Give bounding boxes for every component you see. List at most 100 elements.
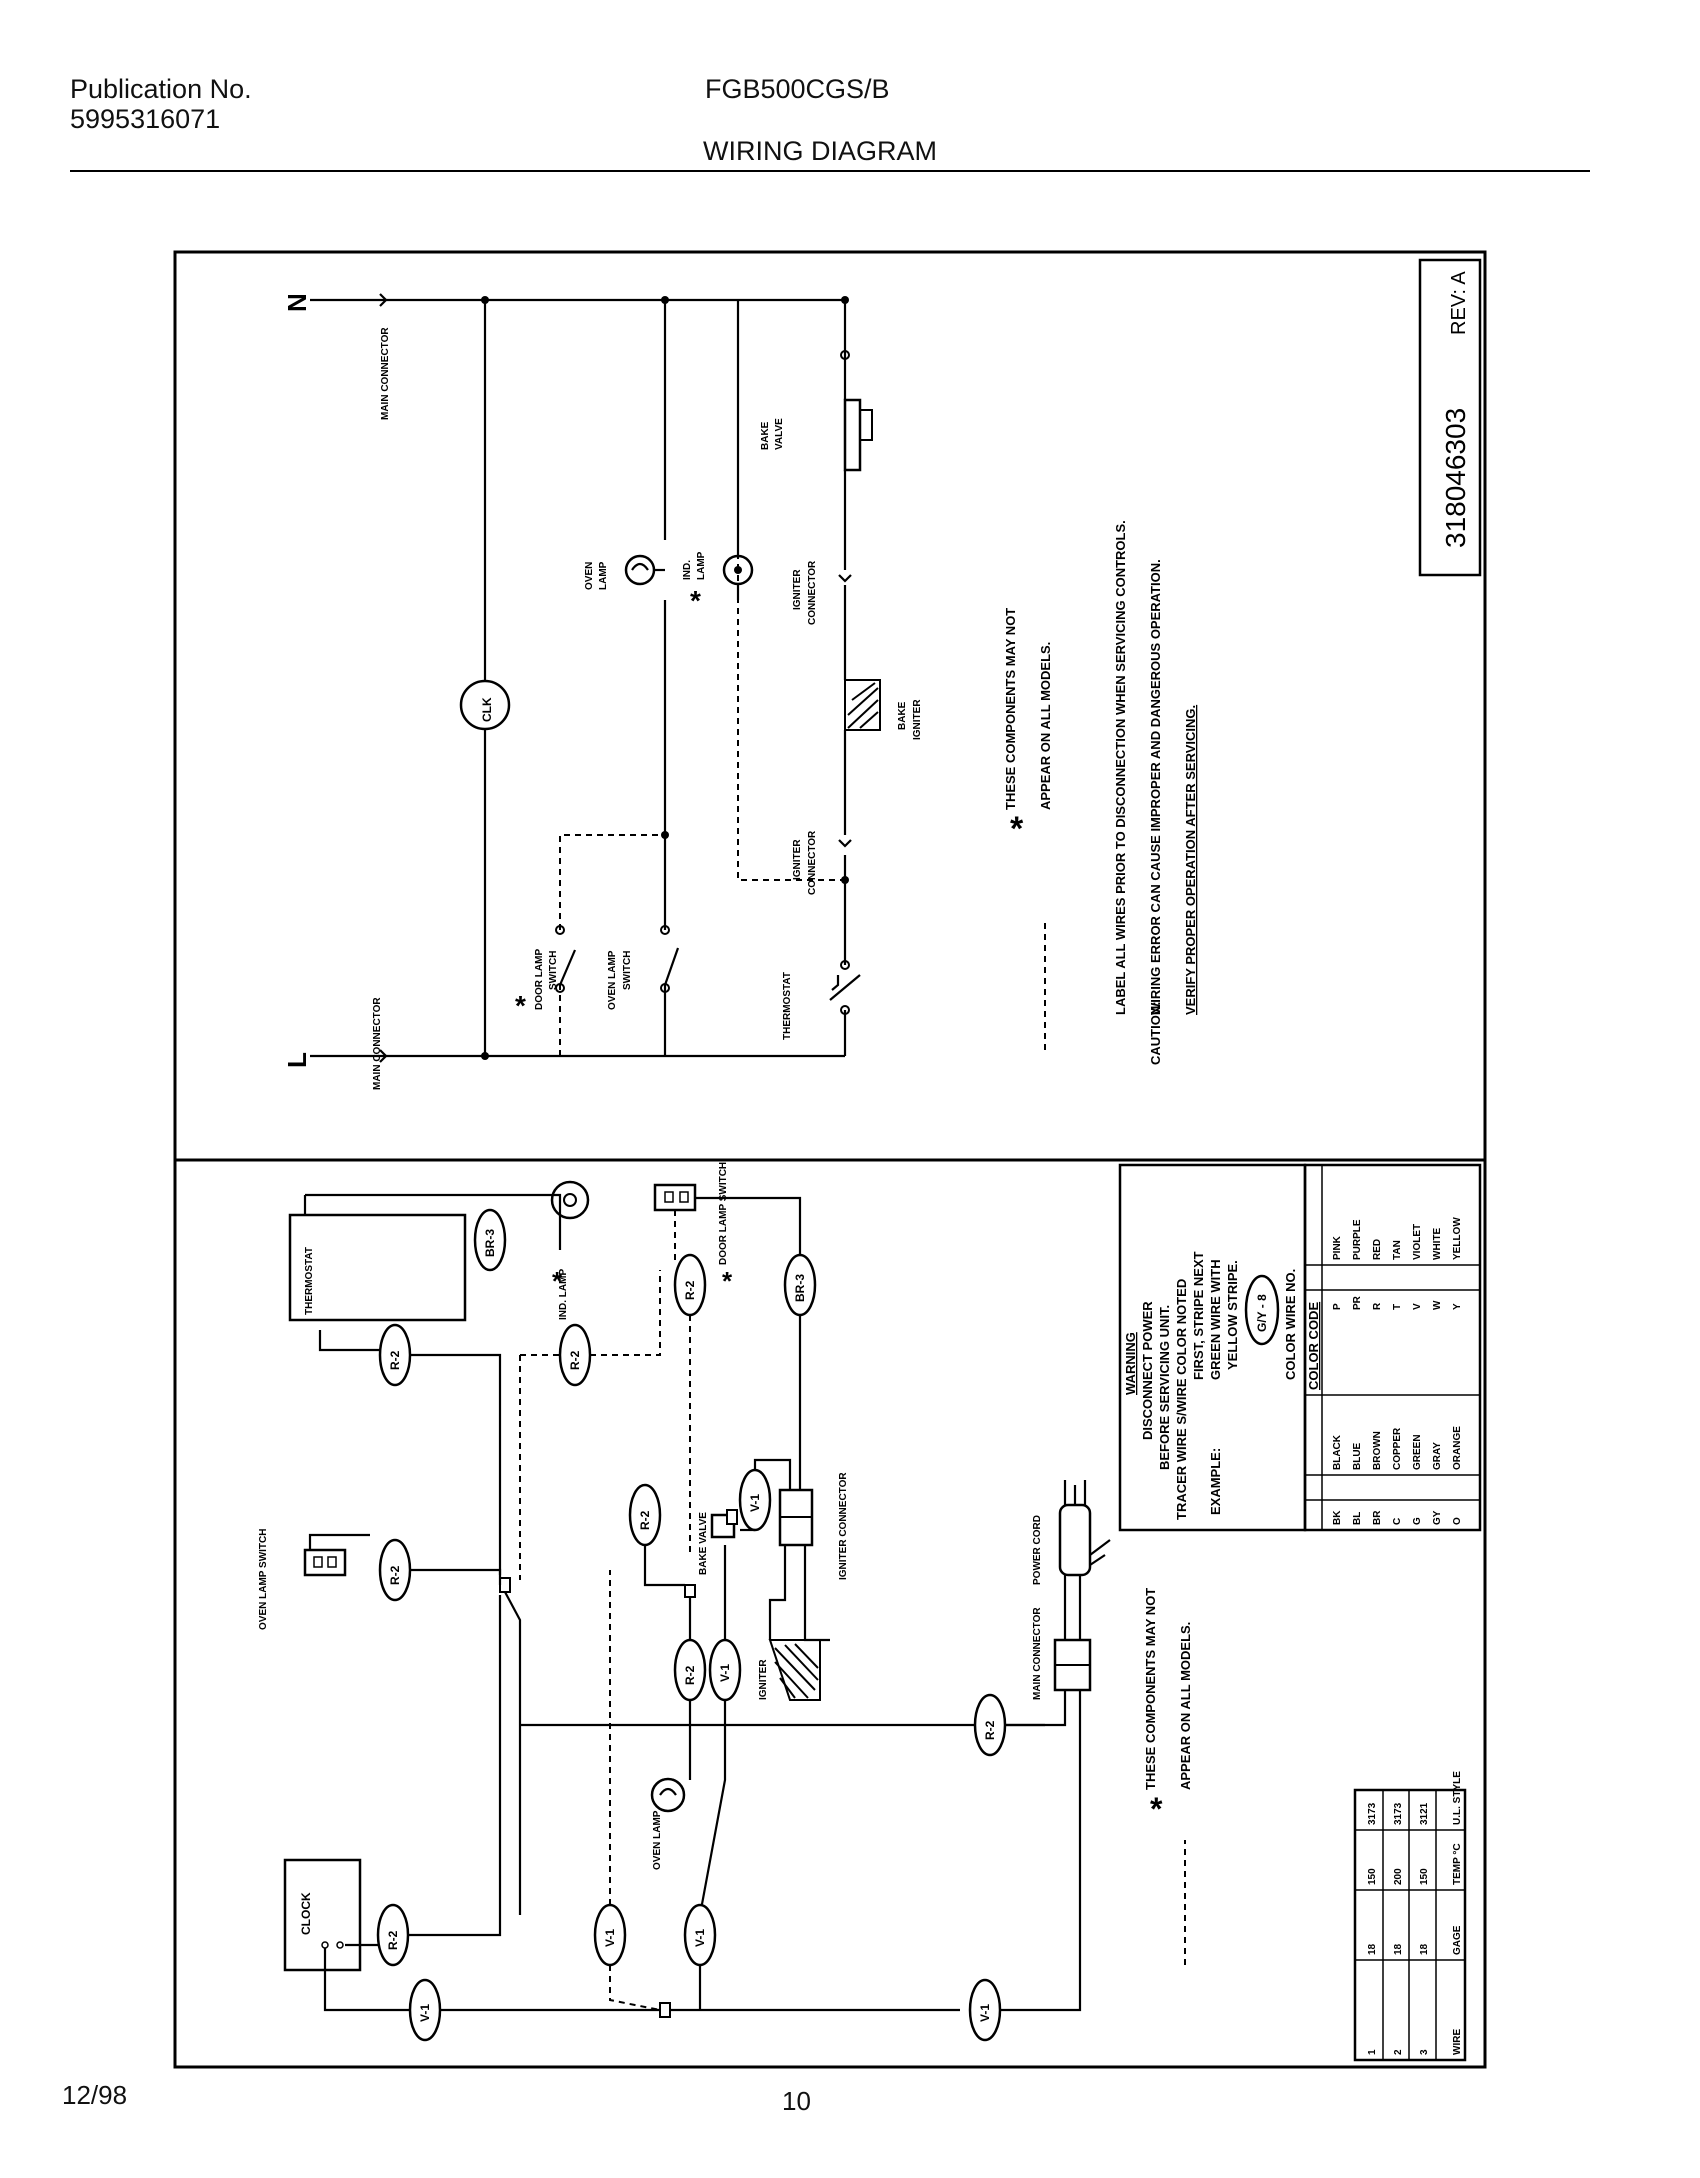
color-code-right-code: PR [1352, 1295, 1363, 1310]
asterisk-ind-lamp-pictorial: * [552, 1266, 563, 1296]
pictorial-note-1: THESE COMPONENTS MAY NOT [1143, 1588, 1158, 1790]
doc-number-box: 318046303 REV: A [1418, 258, 1482, 577]
color-code-left-name: COPPER [1392, 1427, 1403, 1470]
neutral-label: N [282, 293, 312, 312]
wire-tag-r2-e: R-2 [638, 1510, 652, 1530]
igniter-connector-top-label-2: CONNECTOR [807, 560, 818, 625]
bake-valve-label-2: VALVE [774, 418, 785, 450]
line-label: L [282, 1052, 312, 1068]
wire-tag-r2-d: R-2 [388, 1565, 402, 1585]
oven-lamp-switch-pictorial-label: OVEN LAMP SWITCH [258, 1529, 269, 1630]
wire-table-cell: 3173 [1367, 1802, 1378, 1825]
caution-line-2: WIRING ERROR CAN CAUSE IMPROPER AND DANG… [1148, 559, 1163, 1015]
warning-line-1: DISCONNECT POWER [1140, 1301, 1155, 1440]
door-lamp-switch-pictorial [653, 1183, 697, 1212]
color-code-right-code: W [1432, 1300, 1443, 1310]
wire-table-cell: 2 [1393, 2049, 1404, 2055]
color-code-right-name: WHITE [1432, 1227, 1443, 1260]
note-components-2: APPEAR ON ALL MODELS. [1038, 642, 1053, 810]
door-lamp-switch-pictorial-label: DOOR LAMP SWITCH [718, 1162, 729, 1265]
power-cord-label: POWER CORD [1032, 1515, 1043, 1585]
thermostat-label: THERMOSTAT [782, 972, 793, 1040]
warning-line-2: BEFORE SERVICING UNIT. [1157, 1305, 1172, 1470]
bake-igniter-label: BAKE [897, 701, 908, 730]
thermostat-pictorial-label: THERMOSTAT [304, 1247, 315, 1315]
igniter-pictorial-label: IGNITER [758, 1659, 769, 1700]
color-code-left-code: BK [1332, 1510, 1343, 1525]
publication-number: 5995316071 [70, 104, 221, 134]
warning-line-6: YELLOW STRIPE. [1225, 1260, 1240, 1370]
color-code-right-code: Y [1452, 1303, 1463, 1310]
wire-tag-r2-f: R-2 [683, 1665, 697, 1685]
wire-table-header: TEMP °C [1452, 1843, 1463, 1885]
schematic: N L MAIN CONNECTOR MAIN CONNECTOR CLK DO… [282, 293, 1198, 1090]
color-code-left-code: C [1392, 1518, 1403, 1525]
color-code-right-name: RED [1372, 1239, 1383, 1260]
oven-lamp-switch-pictorial [303, 1548, 347, 1577]
ind-lamp-pictorial-label: IND. LAMP [558, 1269, 569, 1320]
warning-title: WARNING [1123, 1332, 1138, 1395]
clock-pictorial-label: CLOCK [299, 1892, 313, 1935]
wire-tag-v1-e: V-1 [693, 1929, 707, 1947]
oven-lamp-label-2: LAMP [598, 561, 609, 590]
color-code-left-code: BR [1372, 1510, 1383, 1525]
color-code-right-name: VIOLET [1412, 1224, 1423, 1260]
publication-label: Publication No. [70, 74, 252, 104]
wire-table-cell: 18 [1393, 1943, 1404, 1955]
oven-lamp-label: OVEN [584, 562, 595, 590]
door-lamp-switch-label: DOOR LAMP [534, 949, 545, 1010]
asterisk-note-pictorial: * [1150, 1791, 1163, 1827]
footer-page-number: 10 [782, 2086, 811, 2116]
color-code-left-code: G [1412, 1517, 1423, 1525]
color-code-left-code: O [1452, 1517, 1463, 1525]
note-components-1: THESE COMPONENTS MAY NOT [1003, 608, 1018, 810]
warning-example-label: EXAMPLE: [1208, 1448, 1223, 1515]
wire-table-cell: 3121 [1419, 1802, 1430, 1825]
color-code-right-code: V [1412, 1303, 1423, 1310]
page-title: WIRING DIAGRAM [703, 136, 937, 166]
power-cord-plug [1058, 1503, 1092, 1577]
bake-valve-pictorial-label: BAKE VALVE [698, 1512, 709, 1575]
bake-igniter-label-2: IGNITER [912, 699, 923, 740]
wire-table-cell: 200 [1393, 1868, 1404, 1885]
wire-tag-v1-a: V-1 [748, 1494, 762, 1512]
wire-tag-br3-b: BR-3 [793, 1274, 807, 1302]
wire-table-header: WIRE [1452, 2029, 1463, 2055]
warning-line-4: FIRST, STRIPE NEXT [1191, 1251, 1206, 1380]
main-connector-pictorial-label: MAIN CONNECTOR [1032, 1607, 1043, 1700]
color-code-left-name: GRAY [1432, 1442, 1443, 1470]
ind-lamp-label-2: LAMP [696, 551, 707, 580]
warning-example-tag: G/Y - 8 [1255, 1294, 1269, 1332]
color-code-left-name: ORANGE [1452, 1426, 1463, 1470]
color-code-right-name: PURPLE [1352, 1219, 1363, 1260]
wire-table-header: U.L. STYLE [1452, 1771, 1463, 1825]
bake-valve-label: BAKE [760, 421, 771, 450]
asterisk-ind-lamp: * [690, 585, 701, 616]
wire-tag-r2-c: R-2 [683, 1280, 697, 1300]
clock-pictorial [283, 1858, 362, 1972]
footer-date: 12/98 [62, 2080, 128, 2110]
wire-tag-v1-f: V-1 [978, 2004, 992, 2022]
igniter-connector-top-label: IGNITER [792, 569, 803, 610]
color-code-right-code: T [1392, 1304, 1403, 1310]
wire-tag-r2-a: R-2 [388, 1350, 402, 1370]
color-code-left-name: GREEN [1412, 1434, 1423, 1470]
model-number: FGB500CGS/B [705, 74, 890, 104]
color-code-left-name: BLACK [1332, 1434, 1343, 1470]
color-code-right-code: P [1332, 1303, 1343, 1310]
color-code-left-code: GY [1432, 1510, 1443, 1525]
ind-lamp-pictorial [550, 1180, 590, 1220]
pictorial: THERMOSTAT BR-3 IND. LAMP * DOOR LAMP SW… [258, 1162, 1482, 2062]
oven-lamp-pictorial-label: OVEN LAMP [652, 1810, 663, 1870]
wire-table-cell: 3 [1419, 2049, 1430, 2055]
oven-lamp-pictorial [650, 1777, 686, 1813]
oven-lamp-switch-label-2: SWITCH [622, 951, 633, 990]
oven-lamp-switch-label: OVEN LAMP [607, 950, 618, 1010]
doc-number: 318046303 [1440, 408, 1471, 548]
igniter-connector-pictorial-label: IGNITER CONNECTOR [838, 1472, 849, 1580]
wire-table-cell: 1 [1367, 2049, 1378, 2055]
color-code-left-code: BL [1352, 1512, 1363, 1525]
wire-tag-br3-a: BR-3 [483, 1229, 497, 1257]
